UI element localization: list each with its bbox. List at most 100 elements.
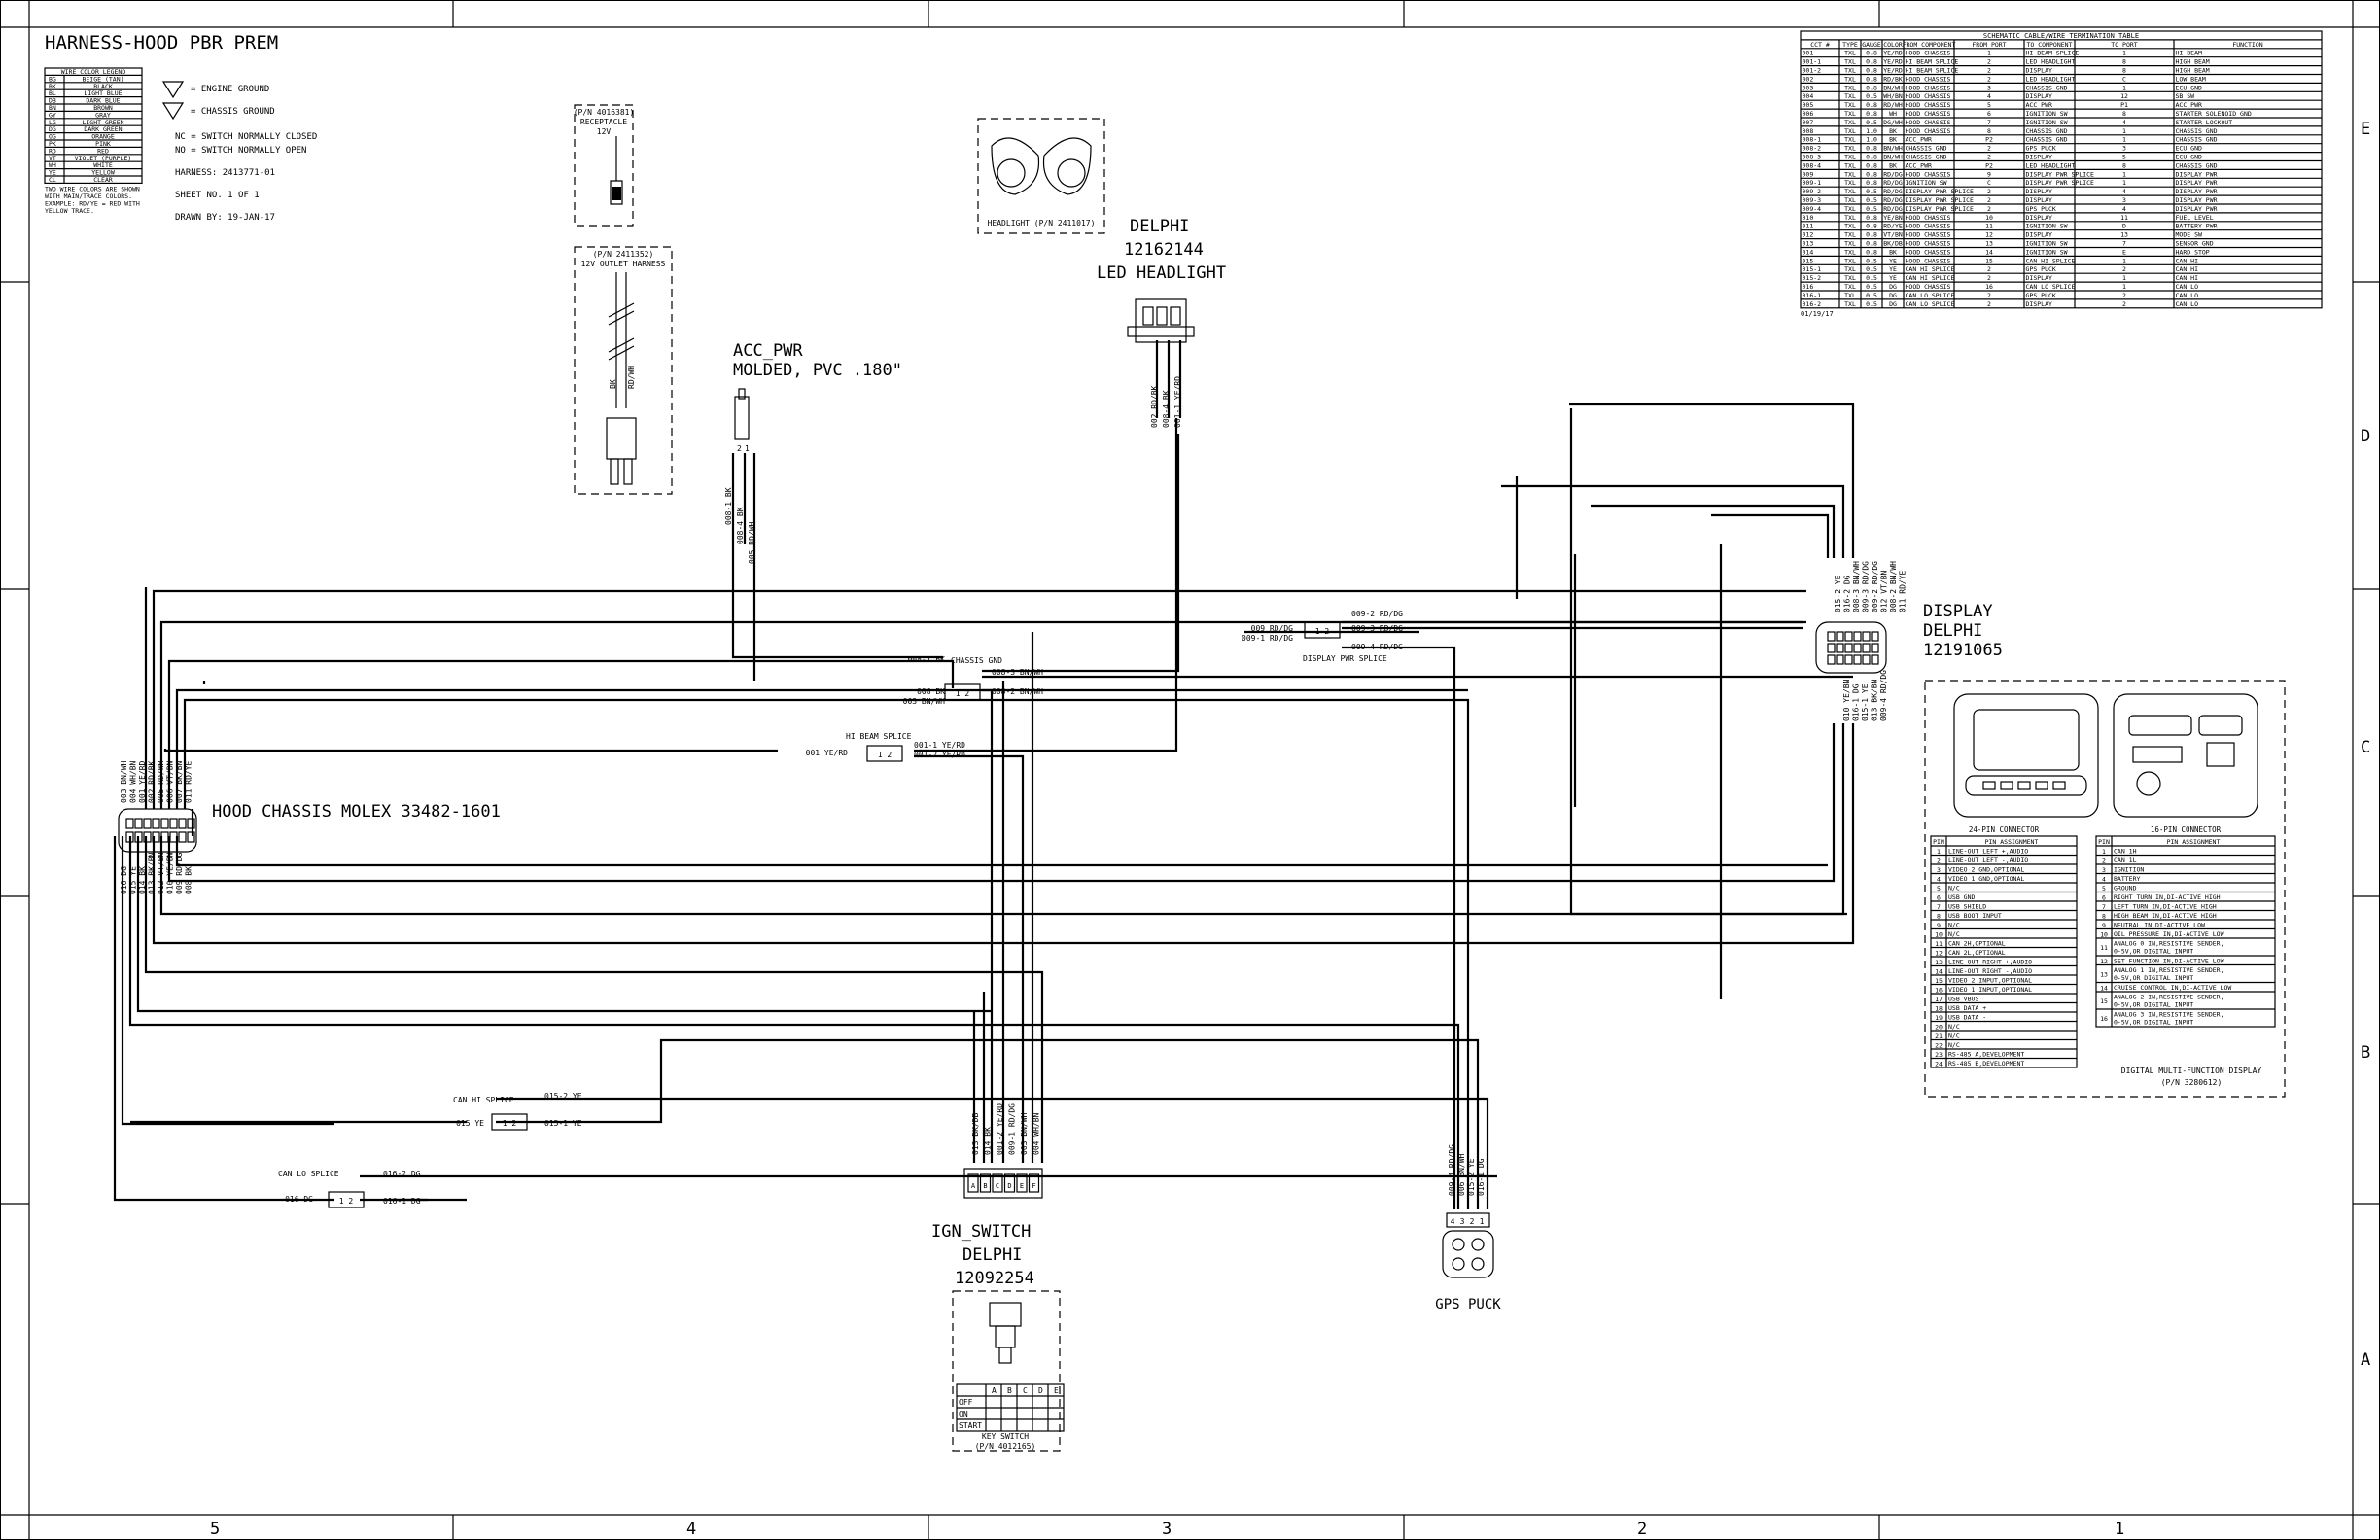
splice-wire-label: 008-1 BK [907, 655, 945, 664]
term-table-cell: 0.5 [1866, 119, 1877, 126]
pin-table-assign: USB VBUS [1948, 996, 1978, 1003]
legend-code: CL [49, 176, 56, 184]
term-table-cell: 1 [2122, 50, 2126, 57]
gps-wire-label: 015-2 YE [1467, 1158, 1476, 1196]
term-table-cell: RD/DG [1883, 170, 1903, 178]
term-table-cell: DISPLAY [2026, 154, 2052, 161]
term-table-cell: 2 [2122, 265, 2126, 273]
splice-body-icon [1304, 621, 1341, 639]
splice-wire-label: 009 RD/DG [1251, 624, 1294, 633]
term-table-cell: TXL [1844, 50, 1856, 57]
legend-code: YE [49, 169, 56, 177]
term-table-cell: 0.5 [1866, 283, 1877, 291]
hc-wire-label: 011 RD/YE [185, 760, 193, 803]
term-table-cell: TXL [1844, 257, 1856, 264]
term-table-cell: 6 [1987, 110, 1991, 118]
term-table-cell: HOOD CHASSIS [1906, 50, 1951, 57]
headlight-wire-label: 002 RD/BK [1150, 385, 1159, 428]
splice-wire-label: 009-4 RD/DG [1351, 643, 1403, 651]
term-table-cell: 2 [2122, 300, 2126, 308]
column-label: 1 [2115, 1520, 2124, 1539]
term-table-cell: HOOD CHASSIS [1906, 248, 1951, 256]
hc-pin [187, 818, 195, 829]
legend-note: YELLOW TRACE. [45, 207, 94, 215]
display-wire-label: 015-1 YE [1861, 683, 1870, 721]
wire [1569, 402, 1855, 558]
term-table-cell: 14 [1985, 248, 1993, 256]
wire [731, 453, 943, 659]
display-pin [1853, 631, 1862, 642]
acc-pwr-name: ACC_PWR [733, 341, 803, 361]
term-table-cell: 8 [2122, 161, 2126, 169]
wire [914, 754, 1025, 1163]
term-table-cell: 3 [2122, 196, 2126, 204]
receptacle-label: (P/N 4016381) [574, 108, 635, 117]
display-back-icon [2113, 693, 2258, 818]
hc-wire-label: 015 YE [129, 866, 138, 894]
pin-table-assign: RS-485 B,DEVELOPMENT [1948, 1060, 2024, 1068]
pin-table-assign: ANALOG 1 IN,RESISTIVE SENDER, [2114, 966, 2224, 974]
legend-note: EXAMPLE: RD/YE = RED WITH [45, 199, 140, 207]
display-wire-label: 015-2 YE [1834, 575, 1842, 612]
term-table-cell: 002 [1802, 75, 1814, 83]
term-table-cell: 1 [2122, 136, 2126, 144]
term-table-cell: 0.5 [1866, 92, 1877, 100]
pin-table-num: 13 [1935, 959, 1942, 966]
term-table-cell: HOOD CHASSIS [1906, 101, 1951, 109]
headlight-connector-icon [1135, 298, 1187, 343]
term-table-cell: TXL [1844, 119, 1856, 126]
display-pin [1871, 654, 1879, 665]
pin-table-assign: N/C [1948, 922, 1960, 929]
pin-table-assign: LINE-OUT RIGHT -,AUDIO [1948, 967, 2032, 975]
hc-pin [169, 818, 178, 829]
pin-table-frame [1930, 835, 2078, 1068]
wire [1711, 513, 1830, 558]
pin-table-assign: 0-5V,OR DIGITAL INPUT [2114, 948, 2193, 956]
term-table-cell: TXL [1844, 161, 1856, 169]
splice-name: DISPLAY PWR SPLICE [1303, 654, 1387, 663]
term-table-cell: 2 [1987, 145, 1991, 153]
wire [175, 836, 1828, 867]
outlet-wire-label: BK [609, 379, 617, 389]
hc-pin [134, 818, 143, 829]
receptacle-12v: (P/N 4016381) RECEPTACLE 12V [574, 104, 635, 227]
term-table-cell: DISPLAY [2026, 188, 2052, 195]
term-table-cell: TXL [1844, 154, 1856, 161]
legend-code: BN [49, 104, 56, 112]
termination-table: SCHEMATIC CABLE/WIRE TERMINATION TABLE CC… [1800, 30, 2323, 318]
hood-chassis-connector-icon [118, 808, 197, 853]
pin-table-num: 7 [1937, 903, 1941, 911]
term-table-cell: DISPLAY PWR SPLICE [1906, 205, 1975, 213]
term-table-cell: D [2122, 223, 2126, 230]
display-wire-label: 011 RD/YE [1899, 570, 1908, 612]
display-wire-label: 008-2 BN/WH [1889, 561, 1898, 612]
term-table-title: SCHEMATIC CABLE/WIRE TERMINATION TABLE [1983, 32, 2139, 40]
term-table-cell: CHASSIS GND [1906, 154, 1947, 161]
pin-table-assign: N/C [1948, 885, 1960, 892]
legend-code: LG [49, 119, 56, 126]
pin-table-num: 7 [2102, 903, 2106, 911]
pin-table-num: 2 [1937, 857, 1941, 864]
term-table-cell: YE/RD [1883, 67, 1903, 75]
ign-pin-label: B [983, 1182, 987, 1190]
term-table-header: CCT # [1810, 41, 1830, 49]
term-table-cell: 001-1 [1802, 58, 1822, 66]
term-table-cell: CHASSIS GND [2026, 84, 2068, 91]
term-table-cell: CAN HI SPLICE [1906, 265, 1955, 273]
term-table-cell: STARTER LOCKOUT [2176, 119, 2233, 126]
term-table-cell: 11 [1985, 223, 1993, 230]
term-table-cell: HIGH BEAM [2176, 67, 2210, 75]
term-table-cell: 1 [2122, 170, 2126, 178]
pin-table-num: 11 [1935, 940, 1942, 948]
term-table-cell: TXL [1844, 127, 1856, 135]
row-label: C [2361, 738, 2370, 757]
pin-table-assign: 0-5V,OR DIGITAL INPUT [2114, 1019, 2193, 1027]
term-table-cell: CAN LO [2176, 283, 2199, 291]
legend-color: DARK GREEN [84, 125, 122, 133]
term-table-cell: 0.8 [1866, 240, 1877, 248]
wire [121, 836, 334, 1126]
receptacle-icon [610, 136, 623, 205]
term-table-cell: TXL [1844, 214, 1856, 222]
term-table-cell: TXL [1844, 188, 1856, 195]
term-table-header: GAUGE [1862, 41, 1881, 49]
